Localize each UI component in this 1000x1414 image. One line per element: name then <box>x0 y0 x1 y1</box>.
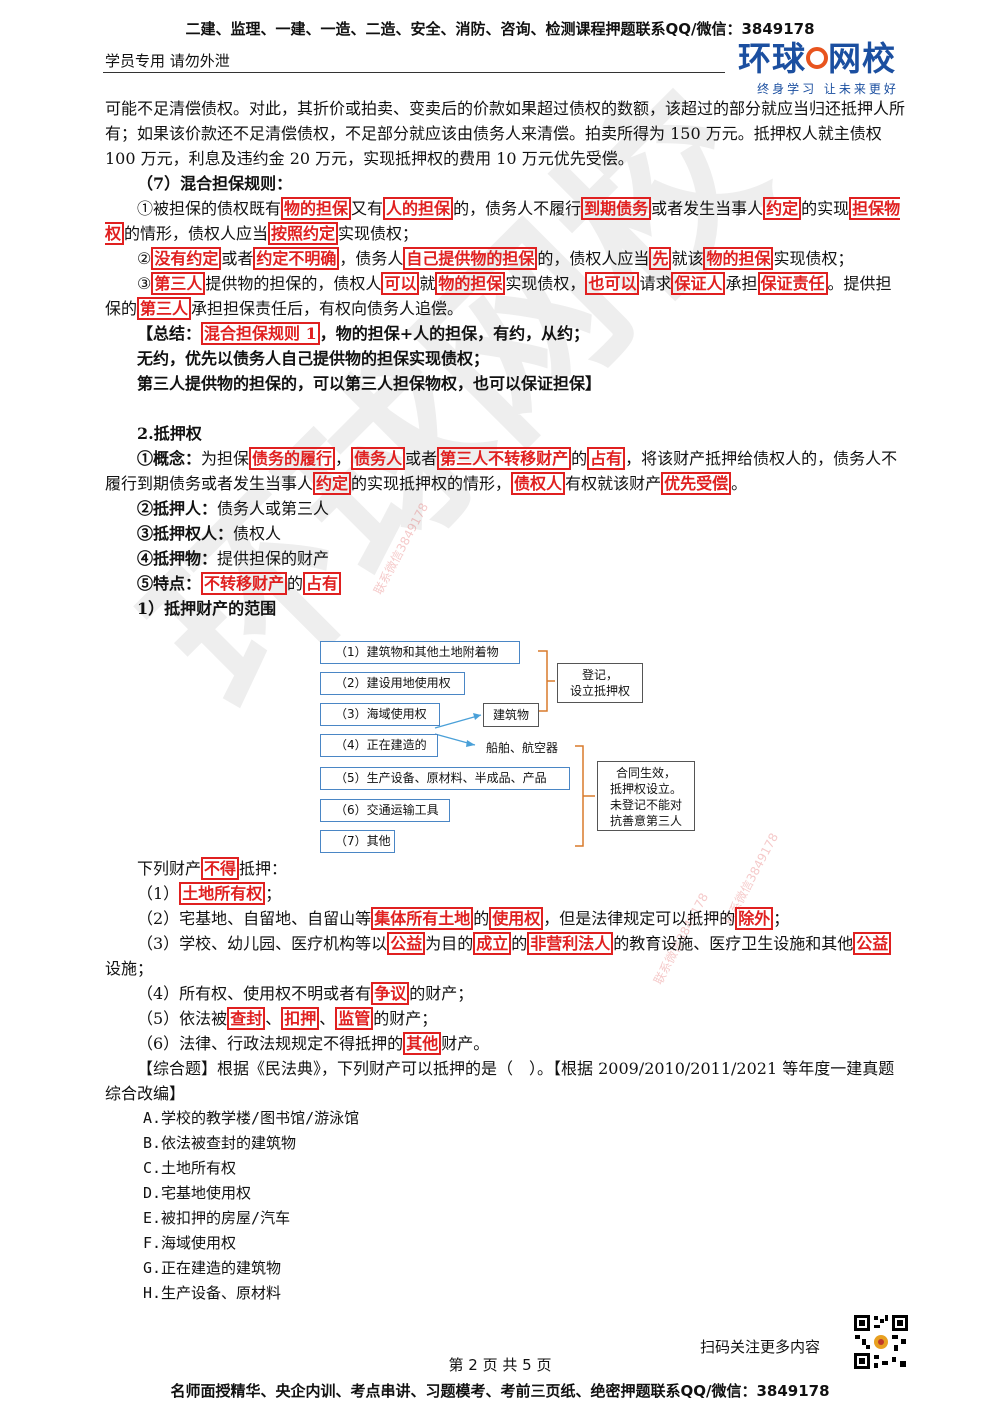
summary-line: 无约，优先以债务人自己提供物的担保实现债权； <box>137 349 490 368</box>
play-ring-icon <box>806 46 828 69</box>
mortgagee: ③抵押权人：债权人 <box>137 524 282 543</box>
prohibited-item: （6）法律、行政法规规定不得抵押的其他财产。 <box>137 1032 490 1055</box>
logo-text-b: 网校 <box>828 39 896 78</box>
qr-code-icon[interactable] <box>852 1313 910 1371</box>
question-option: D.宅基地使用权 <box>143 1184 252 1202</box>
question-option: H.生产设备、原材料 <box>143 1284 282 1302</box>
page-number: 第 2 页 共 5 页 <box>448 1356 552 1374</box>
question-option: E.被扣押的房屋/汽车 <box>143 1209 291 1227</box>
question-option: B.依法被查封的建筑物 <box>143 1134 297 1152</box>
prohibited-item: （1）土地所有权； <box>137 882 282 905</box>
scope-item: （4）正在建造的 <box>320 734 438 757</box>
header-divider <box>103 72 725 73</box>
question-stem: 【综合题】根据《民法典》，下列财产可以抵押的是（ ）。【根据 2009/2010… <box>105 1059 895 1103</box>
mortgage-scope-diagram: （1）建筑物和其他土地附着物 （2）建设用地使用权 （3）海域使用权 （4）正在… <box>105 621 905 853</box>
building-node: 建筑物 <box>483 703 539 727</box>
scope-item: （5）生产设备、原材料、半成品、产品 <box>320 767 570 790</box>
scope-item: （6）交通运输工具 <box>320 799 450 822</box>
mortgage-object: ④抵押物：提供担保的财产 <box>137 549 330 568</box>
summary: 【总结：混合担保规则 1，物的担保+人的担保，有约，从约； <box>137 322 590 345</box>
summary-line: 第三人提供物的担保的，可以第三人担保物权，也可以保证担保】 <box>137 374 602 393</box>
ship-node: 船舶、航空器 <box>477 737 567 761</box>
prohibited-item: （5）依法被查封、扣押、监管的财产； <box>137 1007 438 1030</box>
contract-effect-node: 合同生效， 抵押权设立。 未登记不能对 抗善意第三人 <box>597 761 695 831</box>
brand-logo: 环球网校 终身学习 让未来更好 <box>738 40 918 98</box>
scope-title: 1）抵押财产的范围 <box>137 599 277 618</box>
mortgage-concept: ①概念：为担保债务的履行，债务人或者第三人不转移财产的占有，将该财产抵押给债权人… <box>105 447 898 495</box>
page-content: 可能不足清偿债权。对此，其折价或拍卖、变卖后的价款如果超过债权的数额，该超过的部… <box>105 96 905 1306</box>
logo-slogan: 终身学习 让未来更好 <box>757 82 899 96</box>
question-option: C.土地所有权 <box>143 1159 237 1177</box>
prohibited-item: （3）学校、幼儿园、医疗机构等以公益为目的成立的非营利法人的教育设施、医疗卫生设… <box>105 931 905 981</box>
mortgagor: ②抵押人：债务人或第三人 <box>137 499 330 518</box>
mortgage-feature: ⑤特点：不转移财产的占有 <box>105 571 905 596</box>
prohibited-item: （4）所有权、使用权不明或者有争议的财产； <box>137 982 474 1005</box>
scope-item: （2）建设用地使用权 <box>320 672 465 695</box>
top-banner: 二建、监理、一建、一造、二造、安全、消防、咨询、检测课程押题联系QQ/微信：38… <box>185 20 815 38</box>
logo-text-a: 环球 <box>738 39 806 78</box>
prohibited-intro: 下列财产不得抵押： <box>137 857 288 880</box>
footer-banner: 名师面授精华、央企内训、考点串讲、习题模考、考前三页纸、绝密押题联系QQ/微信：… <box>170 1382 830 1400</box>
question-option: G.正在建造的建筑物 <box>143 1259 282 1277</box>
prohibited-item: （2）宅基地、自留地、自留山等集体所有土地的使用权，但是法律规定可以抵押的除外； <box>137 907 790 930</box>
section-title: （7）混合担保规则： <box>137 174 293 193</box>
scan-note: 扫码关注更多内容 <box>700 1338 821 1356</box>
section-title: 2.抵押权 <box>137 424 202 443</box>
scope-item: （1）建筑物和其他土地附着物 <box>320 641 520 664</box>
scope-item: （3）海域使用权 <box>320 703 440 726</box>
registration-node: 登记， 设立抵押权 <box>557 663 643 703</box>
qr-code-graphic <box>852 1313 910 1371</box>
paragraph: 可能不足清偿债权。对此，其折价或拍卖、变卖后的价款如果超过债权的数额，该超过的部… <box>105 99 906 168</box>
rule-1: ①被担保的债权既有物的担保又有人的担保的，债务人不履行到期债务或者发生当事人约定… <box>105 197 901 245</box>
question-option: A.学校的教学楼/图书馆/游泳馆 <box>143 1109 360 1127</box>
question-option: F.海域使用权 <box>143 1234 237 1252</box>
scope-item: （7）其他 <box>320 830 395 853</box>
header-note: 学员专用 请勿外泄 <box>105 52 230 70</box>
diagram-connectors <box>434 650 595 847</box>
